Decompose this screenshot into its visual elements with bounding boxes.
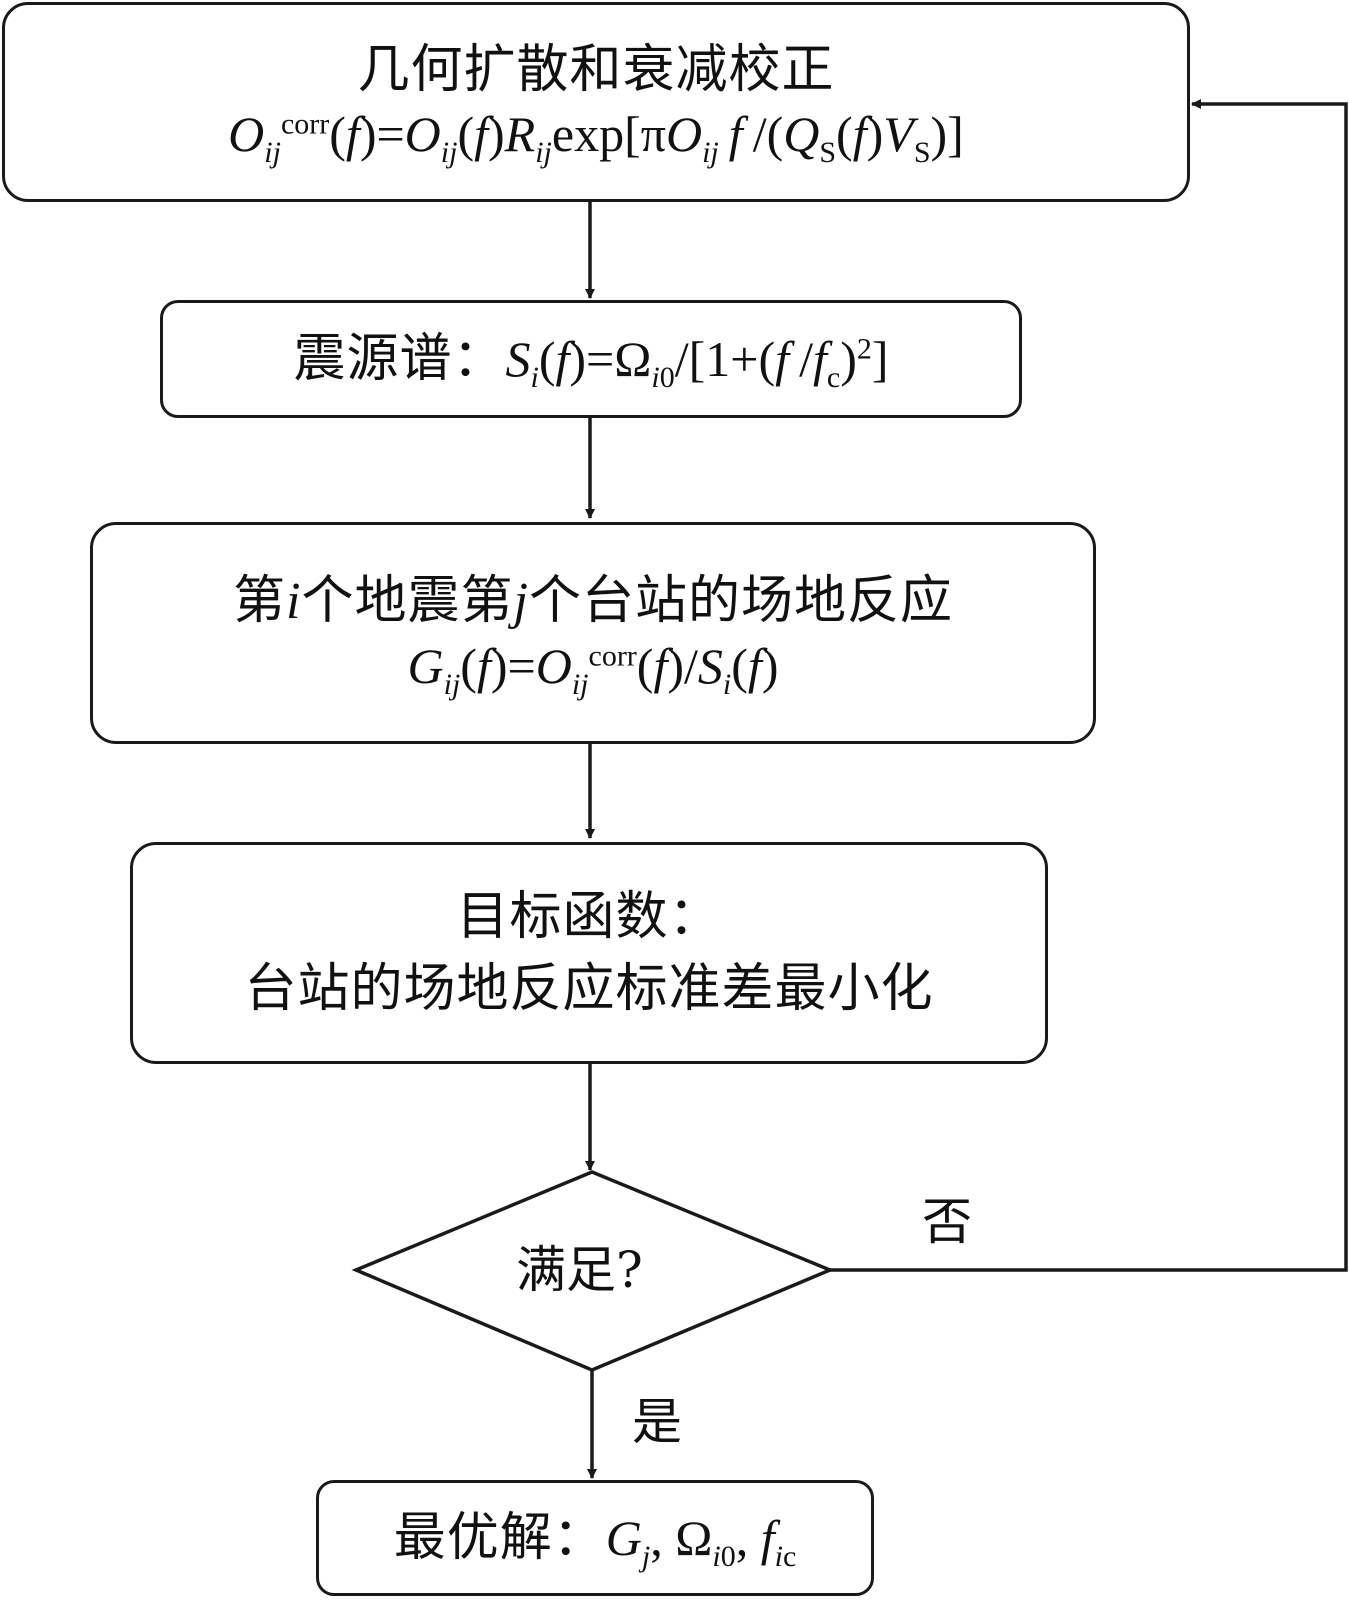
correction-box: 几何扩散和衰减校正 Oijcorr(f)=Oij(f)Rijexp[πOij f… [2, 2, 1190, 202]
site-response-title: 第i个地震第j个台站的场地反应 [233, 570, 953, 631]
correction-formula: Oijcorr(f)=Oij(f)Rijexp[πOij f /(QS(f)VS… [228, 106, 964, 169]
result-formula: Gj, Ωi0, fic [605, 1510, 797, 1573]
arrow-feedback-no [830, 99, 1348, 1272]
result-content: 最优解：Gj, Ωi0, fic [393, 1506, 797, 1573]
site-response-box: 第i个地震第j个台站的场地反应 Gij(f)=Oijcorr(f)/Si(f) [90, 522, 1096, 744]
source-spectrum-label: 震源谱： [293, 329, 506, 389]
result-label: 最优解： [393, 1508, 606, 1568]
objective-title: 目标函数： [456, 887, 722, 947]
edge-label-yes: 是 [632, 1393, 682, 1451]
decision-text: 满足? [516, 1241, 643, 1299]
edge-label-no: 否 [922, 1193, 972, 1251]
correction-title: 几何扩散和衰减校正 [357, 40, 835, 100]
source-spectrum-box: 震源谱：Si(f)=Ωi0/[1+(f /fc)2] [160, 300, 1022, 418]
objective-text: 台站的场地反应标准差最小化 [244, 959, 934, 1019]
objective-box: 目标函数： 台站的场地反应标准差最小化 [130, 842, 1048, 1064]
source-spectrum-formula: Si(f)=Ωi0/[1+(f /fc)2] [505, 331, 889, 394]
result-box: 最优解：Gj, Ωi0, fic [316, 1480, 874, 1596]
site-response-formula: Gij(f)=Oijcorr(f)/Si(f) [407, 637, 779, 701]
source-spectrum-content: 震源谱：Si(f)=Ωi0/[1+(f /fc)2] [293, 327, 889, 394]
